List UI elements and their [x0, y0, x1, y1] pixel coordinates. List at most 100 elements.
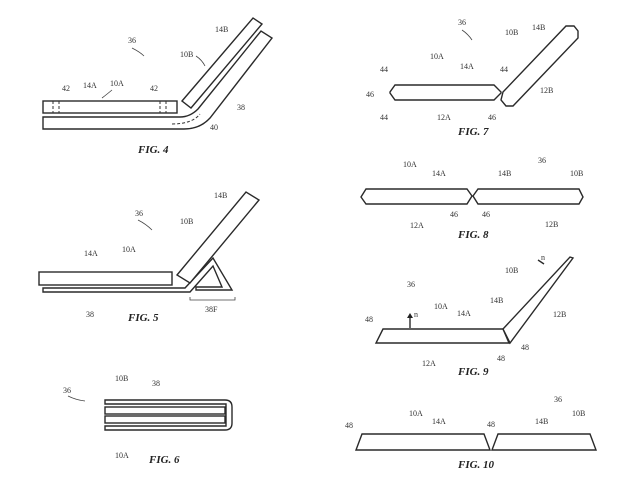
device-10b-panel [502, 256, 575, 345]
caption-fig-4: FIG. 4 [137, 144, 169, 156]
cover-38-with-stand-38f [42, 256, 234, 293]
caption-fig-10: FIG. 10 [457, 459, 495, 471]
label-42b: 42 [150, 84, 158, 93]
label-46b: 46 [488, 113, 496, 122]
figure-10: 48 10A 14A 48 36 14B 10B FIG. 10 [345, 395, 598, 471]
label-10a: 10A [409, 409, 423, 418]
label-14a: 14A [83, 81, 97, 90]
device-10a-panel [38, 271, 173, 286]
figure-8: 10A 14A 12A 46 46 36 14B 10B 12B FIG. 8 [360, 156, 584, 241]
label-10b: 10B [572, 409, 585, 418]
figure-6: 36 10B 38 10A FIG. 6 [63, 374, 233, 466]
arrow-up-icon [407, 313, 413, 318]
label-46b: 46 [482, 210, 490, 219]
label-38: 38 [152, 379, 160, 388]
label-14a: 14A [457, 309, 471, 318]
label-46: 46 [366, 90, 374, 99]
device-10a-panel [104, 415, 226, 424]
label-36: 36 [458, 18, 466, 27]
label-12a: 12A [437, 113, 451, 122]
label-12a: 12A [422, 359, 436, 368]
label-10b: 10B [180, 217, 193, 226]
caption-fig-8: FIG. 8 [457, 229, 489, 241]
label-10a: 10A [434, 302, 448, 311]
device-10b-panel [175, 191, 261, 284]
label-44b: 44 [380, 113, 388, 122]
label-12a: 12A [410, 221, 424, 230]
normal-vector-n-b [537, 259, 545, 265]
label-10a: 10A [122, 245, 136, 254]
label-n-b: n [541, 253, 545, 262]
label-36: 36 [63, 386, 71, 395]
bracket-38f [189, 297, 236, 301]
device-10b-panel [180, 17, 264, 109]
label-44: 44 [380, 65, 388, 74]
label-36: 36 [554, 395, 562, 404]
label-10a: 10A [115, 451, 129, 460]
device-10a-panel [360, 188, 473, 205]
label-44c: 44 [500, 65, 508, 74]
label-n: n [414, 310, 418, 319]
device-10a-panel [389, 84, 502, 101]
figure-9: 36 48 n 10A 14A 12A 48 48 10B 14B n 12B … [365, 253, 575, 378]
label-14b: 14B [535, 417, 548, 426]
cover-38 [42, 30, 274, 130]
label-14a: 14A [460, 62, 474, 71]
label-14b: 14B [214, 191, 227, 200]
label-42: 42 [62, 84, 70, 93]
leader-10a [101, 89, 113, 99]
hinge-region-40 [171, 113, 201, 125]
label-10b: 10B [505, 266, 518, 275]
label-14b: 14B [532, 23, 545, 32]
label-46: 46 [450, 210, 458, 219]
label-38: 38 [86, 310, 94, 319]
leader-36 [131, 47, 145, 57]
label-10a: 10A [110, 79, 124, 88]
caption-fig-6: FIG. 6 [148, 454, 180, 466]
label-14a: 14A [432, 169, 446, 178]
label-12b: 12B [553, 310, 566, 319]
label-10a: 10A [403, 160, 417, 169]
device-10a-panel [354, 433, 492, 451]
leader-36 [137, 219, 153, 231]
device-10a-panel [374, 328, 511, 344]
label-14a: 14A [432, 417, 446, 426]
cover-38-folded [104, 399, 233, 431]
label-36: 36 [407, 280, 415, 289]
leader-36 [67, 395, 86, 402]
label-14b: 14B [498, 169, 511, 178]
label-36: 36 [128, 36, 136, 45]
label-14b: 14B [490, 296, 503, 305]
device-10a-panel [42, 100, 178, 114]
caption-fig-7: FIG. 7 [457, 126, 489, 138]
label-14a: 14A [84, 249, 98, 258]
label-10b: 10B [505, 28, 518, 37]
label-48b: 48 [487, 420, 495, 429]
label-48b: 48 [497, 354, 505, 363]
label-38f: 38F [205, 305, 218, 314]
label-48c: 48 [521, 343, 529, 352]
label-38: 38 [237, 103, 245, 112]
label-10b: 10B [180, 50, 193, 59]
label-10b: 10B [570, 169, 583, 178]
figure-5: 36 14A 10A 10B 14B 38 38F FIG. 5 [38, 191, 261, 324]
label-36: 36 [135, 209, 143, 218]
device-10b-panel [490, 433, 598, 451]
label-12b: 12B [545, 220, 558, 229]
leader-36 [461, 29, 473, 41]
leader-10b [195, 55, 206, 67]
figure-7: 36 10A 14A 44 46 44 12A 46 44 10B 14B 12… [366, 18, 579, 138]
label-10a: 10A [430, 52, 444, 61]
caption-fig-9: FIG. 9 [457, 366, 489, 378]
label-36: 36 [538, 156, 546, 165]
label-48: 48 [365, 315, 373, 324]
device-10b-panel [472, 188, 584, 205]
label-48: 48 [345, 421, 353, 430]
label-40: 40 [210, 123, 218, 132]
device-10b-panel [500, 25, 579, 107]
label-12b: 12B [540, 86, 553, 95]
device-10b-panel [104, 406, 226, 415]
figure-4: 36 42 14A 10A 42 10B 14B 38 40 FIG. 4 [42, 17, 274, 156]
caption-fig-5: FIG. 5 [127, 312, 159, 324]
